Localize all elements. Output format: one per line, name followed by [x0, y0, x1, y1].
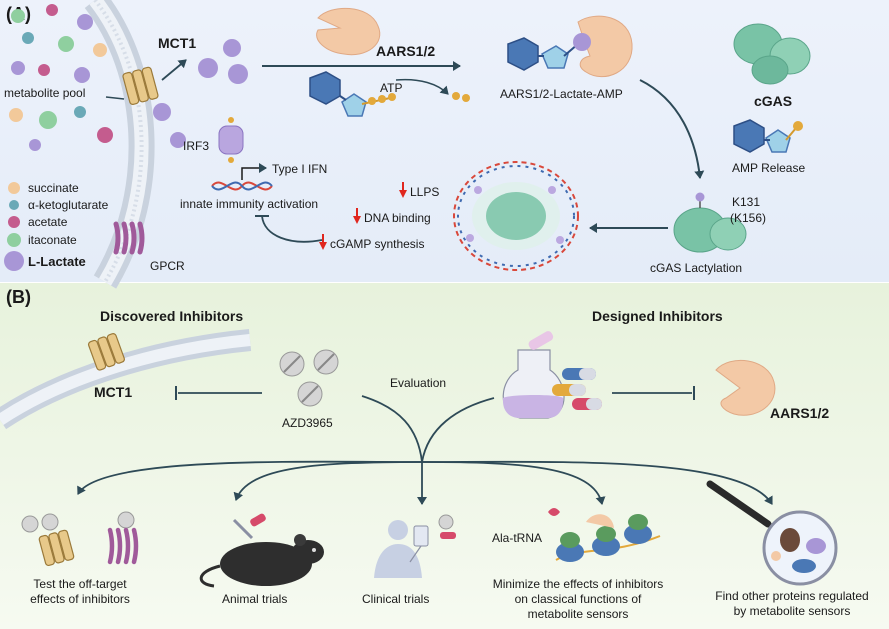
magnifier-icon [706, 480, 838, 586]
pool-pointer [105, 96, 125, 100]
minimize-label-1: Minimize the effects of inhibitors [493, 577, 664, 591]
mct1-b-label: MCT1 [94, 384, 132, 400]
metabolite-pool-label: metabolite pool [4, 86, 85, 100]
offtarget-label-1: Test the off-target [33, 577, 127, 591]
cgas-dna-complex-icon [453, 161, 579, 271]
evaluation-label: Evaluation [390, 376, 446, 390]
to-animal-arrow [233, 461, 423, 501]
aars-b-label: AARS1/2 [770, 405, 829, 421]
k156-label: (K156) [730, 211, 766, 225]
llps-label: LLPS [410, 185, 439, 199]
legend-itaconate-dot [7, 233, 21, 247]
legend-succinate: succinate [28, 181, 79, 195]
downregulation-list: LLPS DNA binding cGAMP synthesis [319, 182, 439, 251]
legend-akg: α-ketoglutarate [28, 198, 109, 212]
aars-protein-b-icon [715, 359, 776, 416]
gpcr-label: GPCR [150, 259, 185, 273]
discovered-inhibitors-title: Discovered Inhibitors [100, 308, 243, 324]
ppi-dot-1 [452, 92, 460, 100]
atp-molecule-icon [309, 71, 396, 117]
panel-b-membrane [0, 329, 252, 430]
aars-protein-icon [316, 7, 381, 56]
azd3965-pills-icon [279, 349, 339, 407]
find-label-1: Find other proteins regulated [715, 589, 868, 603]
irf3-label: IRF3 [183, 139, 209, 153]
animal-trials-label: Animal trials [222, 592, 287, 606]
innate-immunity-label: innate immunity activation [180, 197, 318, 211]
legend: succinate α-ketoglutarate acetate itacon… [4, 181, 109, 271]
gpcr-icon [113, 221, 145, 255]
ifn-gene-icon [211, 163, 273, 191]
designed-drugs-icon [502, 331, 602, 419]
type1-ifn-label: Type I IFN [272, 162, 327, 176]
dna-binding-label: DNA binding [364, 211, 431, 225]
legend-acetate: acetate [28, 215, 68, 229]
cgas-lactylation-label: cGAS Lactylation [650, 261, 742, 275]
ppi-arrow [395, 78, 449, 95]
offtarget-label-2: effects of inhibitors [30, 592, 130, 606]
legend-succinate-dot [8, 182, 20, 194]
find-label-2: by metabolite sensors [734, 604, 851, 618]
offtarget-icon [21, 511, 139, 567]
amp-molecule-icon [733, 119, 803, 153]
mct1-transporter-icon [122, 66, 159, 106]
panel-b-label: (B) [6, 287, 31, 307]
cgamp-synthesis-label: cGAMP synthesis [330, 237, 424, 251]
metabolite-dots [9, 4, 113, 151]
legend-akg-dot [9, 200, 19, 210]
azd3965-label: AZD3965 [282, 416, 333, 430]
legend-itaconate: itaconate [28, 233, 77, 247]
atp-label: ATP [380, 81, 402, 95]
inhibition-curve [261, 215, 323, 243]
panel-b-background [0, 283, 889, 629]
mct1-import-arrow [161, 59, 187, 81]
legend-lactate-dot [4, 251, 24, 271]
designed-inhibitors-title: Designed Inhibitors [592, 308, 723, 324]
clinical-trials-label: Clinical trials [362, 592, 429, 606]
ppi-dot-2 [462, 94, 470, 102]
k131-label: K131 [732, 195, 760, 209]
ribosome-trna-icon [548, 508, 661, 562]
aars-lactate-amp-complex-icon [507, 15, 633, 78]
minimize-label-3: metabolite sensors [528, 607, 629, 621]
mct1-label: MCT1 [158, 35, 196, 51]
legend-acetate-dot [8, 216, 20, 228]
irf3-icon [218, 117, 244, 163]
to-find-arrow [421, 460, 773, 505]
aars-lactate-amp-label: AARS1/2-Lactate-AMP [500, 87, 623, 101]
minimize-label-2: on classical functions of [515, 592, 642, 606]
patient-icon [374, 514, 456, 578]
cgas-protein-icon [733, 23, 811, 85]
cgas-label: cGAS [754, 93, 792, 109]
from-discovered-line [361, 395, 423, 463]
amp-release-label: AMP Release [732, 161, 805, 175]
mouse-icon [199, 513, 324, 588]
aars-label: AARS1/2 [376, 43, 435, 59]
cgas-lactylated-icon [673, 192, 747, 253]
mct1-transporter-b-icon [87, 333, 125, 371]
legend-lactate: L-Lactate [28, 254, 86, 269]
ala-trna-label: Ala-tRNA [492, 531, 542, 545]
from-designed-line [421, 397, 495, 463]
intracellular-lactate [153, 39, 248, 148]
lactylation-arrow [639, 79, 705, 179]
